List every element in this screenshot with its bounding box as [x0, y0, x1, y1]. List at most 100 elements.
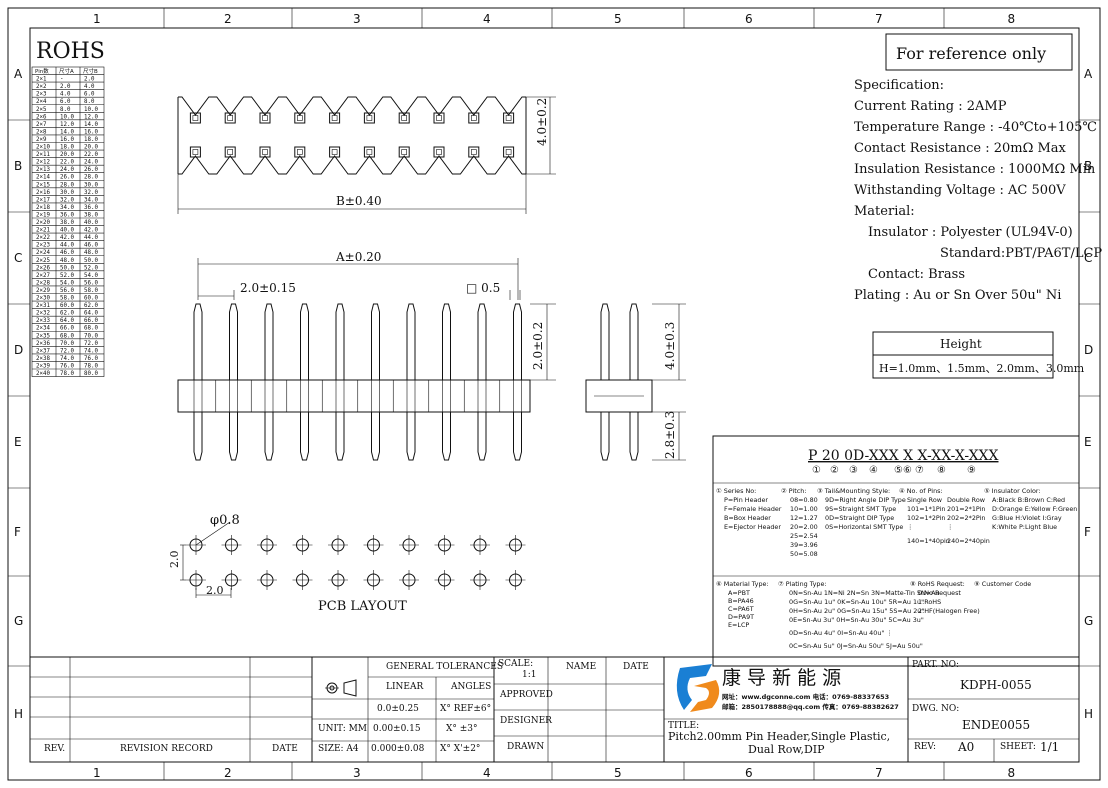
rohs-request-item: 2:HF(Halogen Free): [918, 607, 980, 615]
rohs-cell: 62.0: [60, 311, 74, 317]
pin-lower: [477, 412, 487, 461]
pin-square-inner: [192, 149, 199, 155]
rohs-cell: 2×16: [36, 190, 50, 196]
dim-pitch: 2.0±0.15: [240, 281, 296, 295]
column-label: 5: [614, 766, 622, 780]
reference-box: [885, 33, 1073, 71]
rohs-cell: 18.0: [84, 137, 98, 143]
inner-frame: [29, 27, 1080, 763]
pin-upper: [193, 303, 203, 380]
color-item: D:Orange E:Yellow F:Green: [992, 505, 1077, 513]
pitch-item: 50=5.08: [790, 550, 818, 558]
pin-lower: [371, 412, 380, 461]
pin-square-inner: [436, 115, 442, 121]
title-line-1: Pitch2.00mm Pin Header,Single Plastic,: [668, 730, 890, 743]
rohs-cell: 46.0: [60, 250, 74, 256]
rohs-cell: 2×38: [36, 356, 50, 362]
pin-square-inner: [470, 149, 477, 155]
column-label: 8: [1008, 12, 1016, 26]
dim-side-bottom: 2.8±0.3: [663, 411, 677, 459]
rohs-cell: 30.0: [60, 190, 74, 196]
dim-side-top: 4.0±0.3: [663, 322, 677, 370]
code-marker: ④: [869, 465, 878, 476]
pin-lower: [300, 412, 309, 461]
rohs-cell: 16.0: [84, 129, 98, 135]
pin-lower: [264, 412, 274, 461]
pin-upper: [335, 303, 345, 380]
pin-square: [433, 146, 445, 158]
rohs-cell: 8.0: [60, 107, 71, 113]
outer-frame: [7, 7, 1101, 781]
title-line-2: Dual Row,DIP: [748, 743, 825, 756]
rohs-cell: 50.0: [84, 258, 98, 264]
rohs-cell: 2×31: [36, 303, 50, 309]
pins-double: ⋮: [947, 523, 953, 531]
rohs-cell: 2×24: [36, 250, 50, 256]
rohs-cell: 2×6: [36, 114, 47, 120]
rohs-cell: 12.0: [84, 114, 98, 120]
spec-line: Standard:PBT/PA6T/LCP: [940, 246, 1102, 261]
rohs-cell: 34.0: [84, 197, 98, 203]
rohs-cell: 38.0: [84, 212, 98, 218]
pitch-item: 10=1.00: [790, 505, 818, 513]
spec-line: Contact Resistance : 20mΩ Max: [854, 141, 1067, 156]
pin-upper: [442, 303, 451, 380]
material-item: A=PBT: [728, 589, 750, 597]
pitch-item: 08=0.80: [790, 496, 818, 504]
date-label: DATE: [623, 662, 649, 672]
dwg-no: ENDE0055: [962, 718, 1030, 732]
pins-double: 240=2*40pin: [947, 537, 990, 545]
rohs-cell: 2×17: [36, 197, 50, 203]
pin-square: [189, 146, 201, 158]
spec-line: Insulation Resistance : 1000MΩ Min: [854, 162, 1096, 177]
pin-square: [294, 146, 306, 158]
pin-square: [468, 146, 480, 158]
rohs-cell: 2×22: [36, 235, 50, 241]
rohs-cell: 4.0: [84, 84, 95, 90]
dim-hole: φ0.8: [210, 513, 240, 528]
rohs-cell: 26.0: [60, 175, 74, 181]
rohs-cell: 10.0: [84, 107, 98, 113]
sheet-label: SHEET:: [1000, 742, 1036, 752]
pin-square-inner: [505, 149, 512, 155]
pcb-layout-label: PCB LAYOUT: [318, 599, 407, 614]
pin-square-inner: [505, 115, 512, 121]
code-marker: ②: [830, 465, 839, 476]
rohs-cell: 70.0: [84, 333, 98, 339]
rohs-cell: 44.0: [60, 243, 74, 249]
rohs-cell: 2×10: [36, 145, 50, 151]
rohs-cell: 24.0: [84, 160, 98, 166]
rohs-cell: 2×18: [36, 205, 50, 211]
color-item: G:Blue H:Violet I:Gray: [992, 514, 1062, 522]
spec-line: Temperature Range : -40℃to+105℃: [854, 120, 1097, 135]
plating-item: 0G=Sn-Au 1u" 0K=Sn-Au 10u" 5R=Au 1u": [789, 598, 924, 606]
reference-text: For reference only: [896, 44, 1046, 63]
pin-square: [329, 112, 341, 124]
pin-upper: [477, 303, 487, 380]
rohs-cell: 48.0: [60, 258, 74, 264]
pitch-title: ② Pitch:: [781, 487, 806, 495]
pins-single: ⋮: [907, 523, 913, 531]
company-contact-2: 邮箱：2850178888@qq.com 传真：0769-88382627: [722, 702, 899, 711]
row-label: E: [1084, 435, 1092, 449]
rohs-cell: 58.0: [84, 288, 98, 294]
rohs-header: 尺寸B: [83, 67, 98, 75]
tail-item: 9D=Right Angle DIP Type: [825, 496, 906, 504]
specification: Specification: Current Rating : 2AMP Tem…: [854, 78, 1102, 303]
plating-item: 0C=Sn-Au 5u" 0J=Sn-Au 50u" 5J=Au 50u": [789, 642, 923, 650]
pin-lower: [229, 412, 238, 461]
pin-upper: [264, 303, 274, 380]
rohs-cell: 64.0: [84, 311, 98, 317]
pin-square: [398, 146, 410, 158]
column-label: 7: [875, 12, 883, 26]
customer-code-title: ⑨ Customer Code: [974, 580, 1031, 588]
code-marker: ⑨: [967, 465, 976, 476]
pin-square-inner: [366, 115, 373, 121]
rohs-cell: 2×2: [36, 84, 46, 90]
rohs-header: 尺寸A: [59, 67, 74, 75]
dim-mid-height: 2.0±0.2: [531, 322, 545, 370]
pin-square: [259, 146, 271, 158]
